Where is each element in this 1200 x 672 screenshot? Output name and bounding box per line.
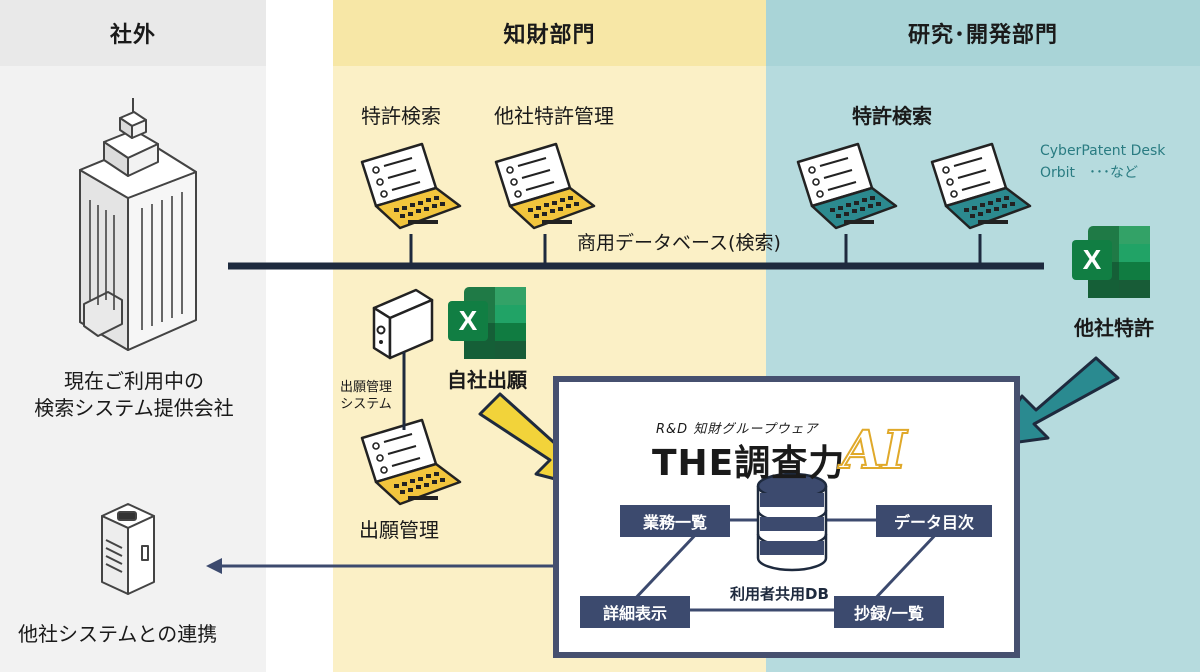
own-filings-label: 自社出願 (447, 368, 527, 392)
feature-detail-view: 詳細表示 (580, 596, 690, 628)
filing-mgmt-label: 出願管理 (359, 518, 439, 542)
rd-patent-search-label: 特許検索 (852, 104, 932, 128)
rd-department-header: 研究･開発部門 (766, 0, 1200, 66)
patent-search-label: 特許検索 (361, 104, 441, 128)
ip-department-header: 知財部門 (333, 0, 766, 66)
product-subtitle: R&D 知財グループウェア (656, 422, 819, 437)
product-name: THE調査力 (652, 443, 846, 484)
competitor-patent-mgmt-label: 他社特許管理 (494, 104, 614, 128)
feature-business-list: 業務一覧 (620, 505, 730, 537)
commercial-db-label: 商用データベース(検索) (577, 232, 781, 254)
cyberpatent-label: CyberPatent Desk (1040, 143, 1166, 159)
other-system-link-label: 他社システムとの連携 (18, 622, 218, 646)
small-server-icon (101, 503, 155, 595)
database-icon (756, 472, 828, 572)
outside-header: 社外 (0, 0, 266, 66)
feature-abstract-list: 抄録/一覧 (834, 596, 944, 628)
shared-db-label: 利用者共用DB (730, 585, 829, 603)
search-company-label: 現在ご利用中の 検索システム提供会社 (34, 369, 234, 420)
orbit-label: Orbit ･･･など (1040, 165, 1139, 181)
competitor-patents-label: 他社特許 (1074, 316, 1154, 340)
feature-data-index: データ目次 (876, 505, 992, 537)
filing-mgmt-system-label: 出願管理 システム (340, 380, 393, 412)
building-icon (79, 98, 197, 351)
server-icon (372, 288, 434, 360)
product-ai-logo: AI (841, 419, 908, 482)
